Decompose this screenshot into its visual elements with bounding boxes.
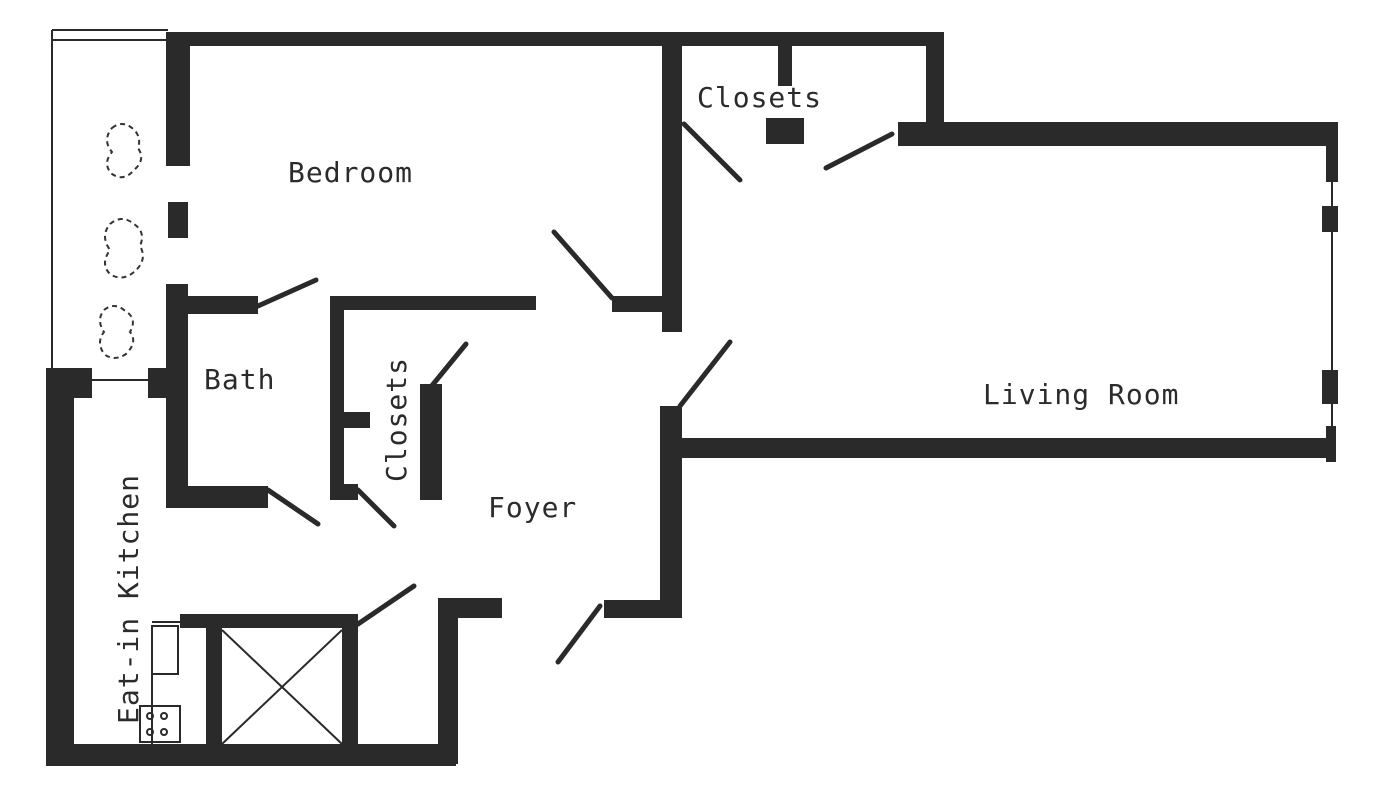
room-label-bedroom: Bedroom bbox=[288, 156, 413, 189]
room-label-kitchen: Eat-in Kitchen bbox=[112, 474, 145, 724]
stove-icon bbox=[139, 705, 181, 743]
doors bbox=[255, 121, 895, 665]
walls bbox=[46, 32, 1338, 766]
room-label-foyer: Foyer bbox=[488, 491, 577, 524]
room-label-closets-mid: Closets bbox=[380, 357, 413, 482]
shaft-icon bbox=[221, 629, 343, 745]
room-label-bath: Bath bbox=[204, 363, 275, 396]
terrace bbox=[51, 29, 168, 381]
room-label-closets-top: Closets bbox=[697, 81, 822, 114]
plant-icons bbox=[99, 123, 144, 359]
room-label-living-room: Living Room bbox=[983, 378, 1179, 411]
kitchen-fixtures bbox=[139, 621, 181, 744]
